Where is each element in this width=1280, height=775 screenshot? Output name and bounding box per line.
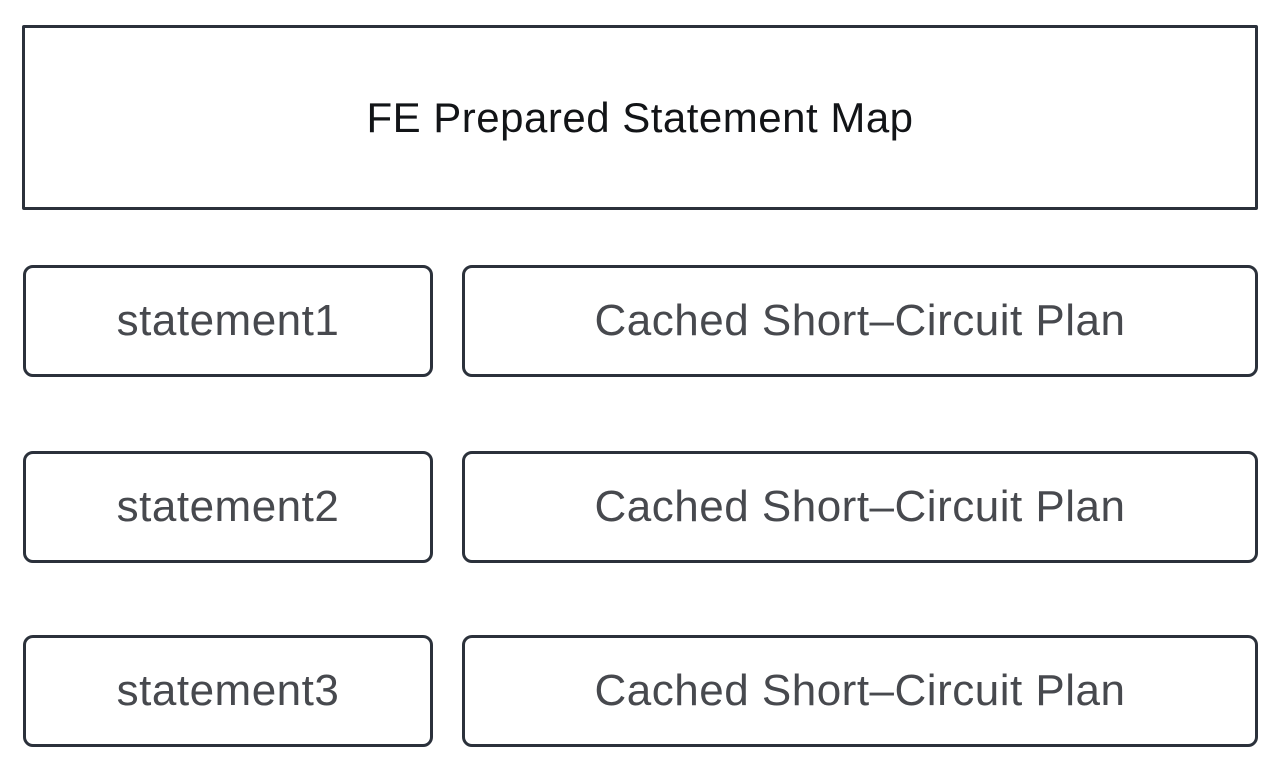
statement1-label: statement1 (116, 296, 340, 345)
statement3-box: statement3 (23, 635, 433, 747)
statement3-label: statement3 (116, 666, 340, 715)
statement2-label: statement2 (116, 482, 340, 531)
statement1-plan-box: Cached Short–Circuit Plan (462, 265, 1258, 377)
statement-row-1: statement1 Cached Short–Circuit Plan (0, 265, 1280, 377)
diagram-title: FE Prepared Statement Map (366, 93, 914, 141)
statement2-plan-label: Cached Short–Circuit Plan (594, 482, 1126, 531)
statement1-box: statement1 (23, 265, 433, 377)
statement3-plan-box: Cached Short–Circuit Plan (462, 635, 1258, 747)
title-box: FE Prepared Statement Map (22, 25, 1258, 210)
statement1-plan-label: Cached Short–Circuit Plan (594, 296, 1126, 345)
statement2-box: statement2 (23, 451, 433, 563)
statement-row-3: statement3 Cached Short–Circuit Plan (0, 635, 1280, 747)
statement3-plan-label: Cached Short–Circuit Plan (594, 666, 1126, 715)
statement2-plan-box: Cached Short–Circuit Plan (462, 451, 1258, 563)
statement-row-2: statement2 Cached Short–Circuit Plan (0, 451, 1280, 563)
